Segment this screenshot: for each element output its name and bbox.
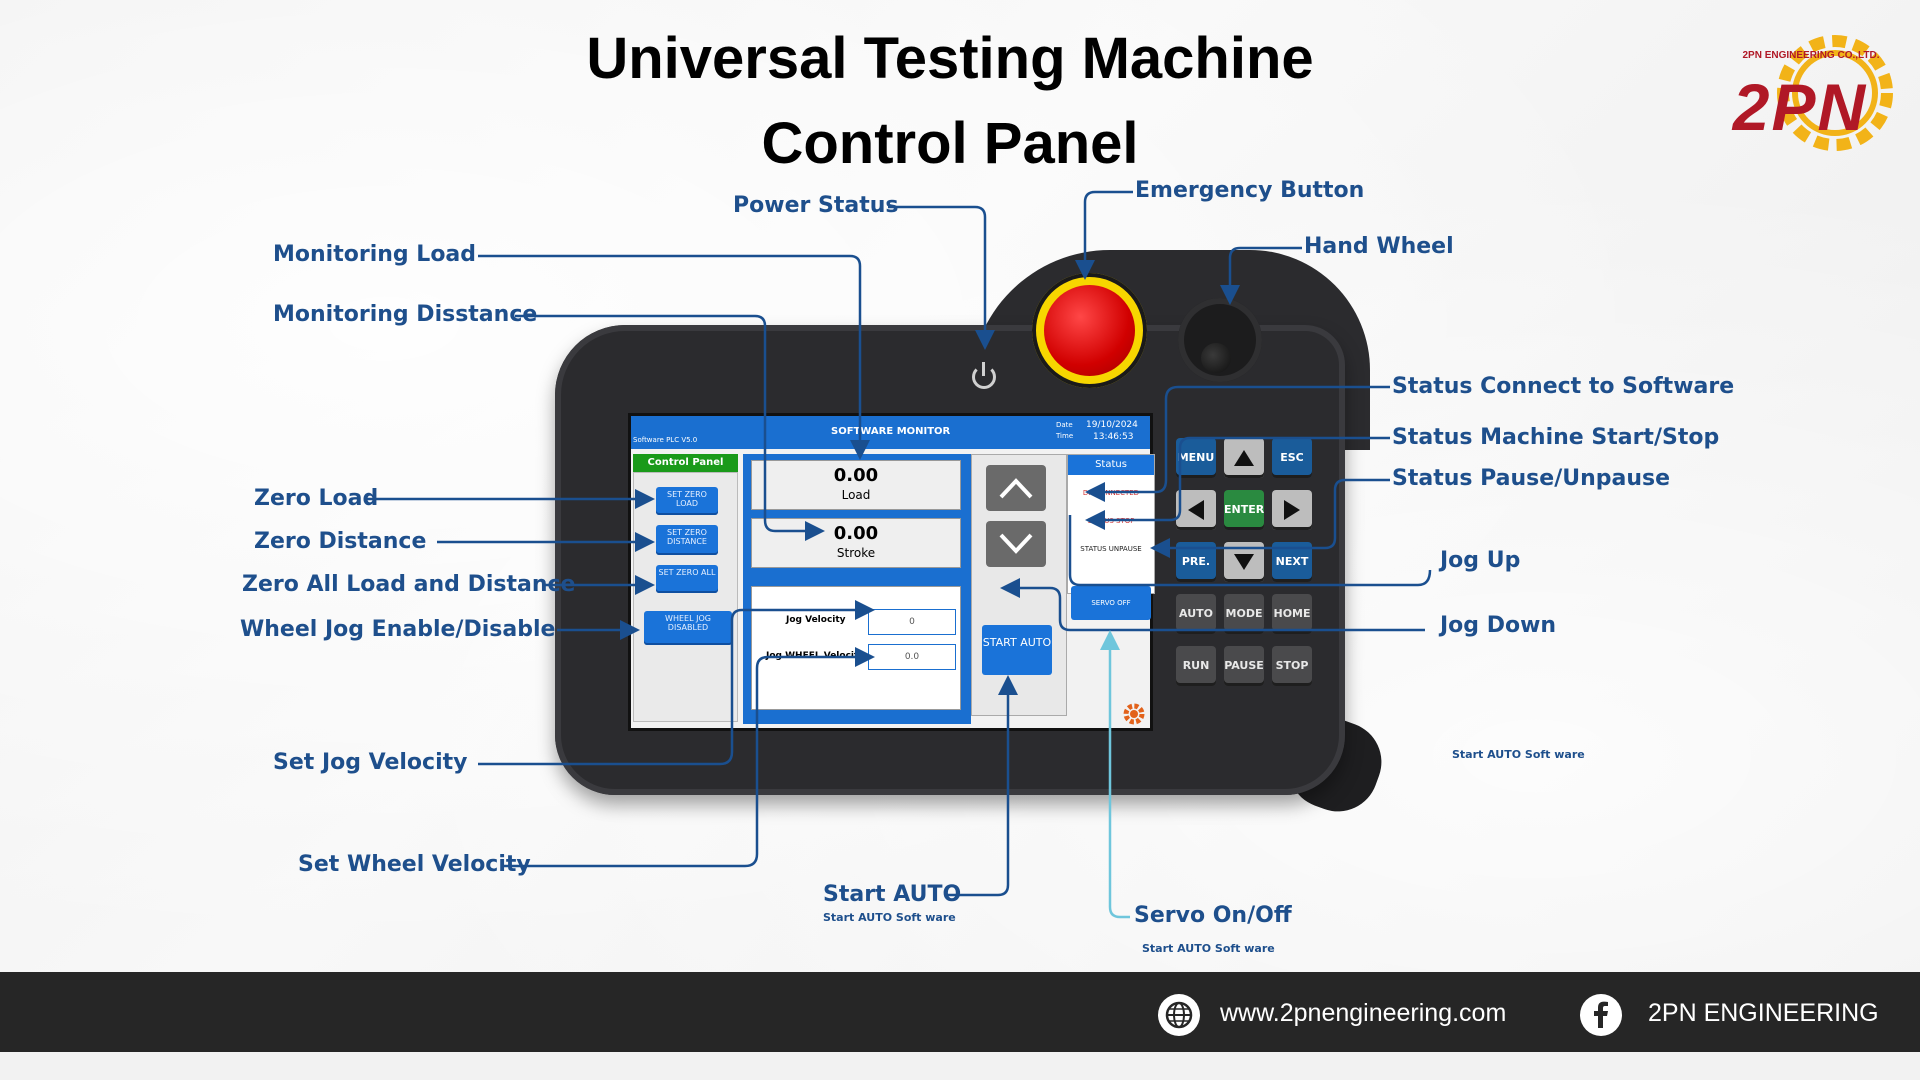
hand-wheel-knob[interactable] (1201, 343, 1231, 373)
time-label: Time (1056, 432, 1074, 440)
jog-velocity-input[interactable]: 0 (868, 609, 956, 635)
date-value: 19/10/2024 (1086, 420, 1138, 430)
stroke-value: 0.00 (833, 523, 879, 544)
jog-down-button[interactable] (986, 521, 1046, 567)
emergency-stop-button[interactable] (1044, 285, 1135, 376)
arrow-left-icon (1188, 500, 1204, 520)
label-jog-up: Jog Up (1440, 548, 1521, 573)
stroke-unit: Stroke (836, 546, 876, 560)
label-set-jog-velocity: Set Jog Velocity (273, 750, 468, 775)
label-wheel-jog: Wheel Jog Enable/Disable (240, 617, 556, 642)
label-zero-load: Zero Load (254, 486, 379, 511)
key-pre[interactable]: PRE. (1176, 542, 1216, 582)
key-right[interactable] (1272, 490, 1312, 530)
key-left[interactable] (1176, 490, 1216, 530)
jog-wheel-velocity-label: Jog WHEEL Velocity (766, 651, 865, 661)
load-readout: 0.00 Load (751, 460, 961, 510)
label-status-connect: Status Connect to Software (1392, 374, 1735, 399)
sublabel-servo: Start AUTO Soft ware (1142, 942, 1275, 955)
label-servo-onoff: Servo On/Off (1134, 903, 1292, 928)
set-zero-distance-button[interactable]: SET ZERO DISTANCE (656, 525, 718, 555)
label-monitoring-load: Monitoring Load (273, 242, 477, 267)
date-label: Date (1056, 421, 1073, 429)
power-icon (972, 362, 996, 389)
logo-subtitle: 2PN ENGINEERING CO.,LTD. (1742, 50, 1880, 61)
footer-bar: www.2pnengineering.com 2PN ENGINEERING (0, 972, 1920, 1052)
arrow-down-icon (1234, 554, 1254, 570)
sublabel-stray: Start AUTO Soft ware (1452, 748, 1585, 761)
load-unit: Load (841, 488, 871, 502)
jog-column: START AUTO (971, 454, 1067, 716)
logo-text: 2PN (1732, 70, 1868, 144)
key-mode[interactable]: MODE (1224, 594, 1264, 634)
key-run[interactable]: RUN (1176, 646, 1216, 686)
screen-title: SOFTWARE MONITOR (831, 426, 951, 437)
load-value: 0.00 (833, 465, 879, 486)
label-zero-distance: Zero Distance (254, 529, 427, 554)
company-logo: 2PN ENGINEERING CO.,LTD. 2PN (1715, 28, 1905, 158)
facebook-icon (1580, 994, 1622, 1036)
status-panel: Status DISCONNECTED STATUS STOP STATUS U… (1067, 454, 1155, 594)
arrow-up-icon (1234, 450, 1254, 466)
hmi-screen: Software PLC V5.0 SOFTWARE MONITOR Date … (628, 413, 1155, 731)
label-hand-wheel: Hand Wheel (1304, 234, 1454, 259)
jog-settings: Jog Velocity 0 Jog WHEEL Velocity 0.0 (751, 586, 961, 710)
status-unpause: STATUS UNPAUSE (1080, 545, 1142, 553)
page-title-line1: Universal Testing Machine (586, 26, 1314, 91)
set-zero-load-button[interactable]: SET ZERO LOAD (656, 487, 718, 515)
footer-bottom-strip (0, 1052, 1920, 1080)
key-stop[interactable]: STOP (1272, 646, 1312, 686)
status-header: Status (1068, 455, 1154, 475)
keypad: MENU ESC ENTER PRE. NEXT AUTO MODE HOME … (1160, 420, 1320, 710)
label-jog-down: Jog Down (1440, 613, 1557, 638)
screen-topbar: Software PLC V5.0 SOFTWARE MONITOR Date … (631, 416, 1150, 449)
key-up[interactable] (1224, 438, 1264, 478)
page-title-line2: Control Panel (761, 111, 1139, 176)
key-next[interactable]: NEXT (1272, 542, 1312, 582)
key-pause[interactable]: PAUSE (1224, 646, 1264, 686)
readout-panel: 0.00 Load 0.00 Stroke Jog Velocity 0 Jog… (743, 454, 971, 724)
label-set-wheel-velocity: Set Wheel Velocity (298, 852, 531, 877)
key-esc[interactable]: ESC (1272, 438, 1312, 478)
label-power-status: Power Status (733, 193, 899, 218)
footer-facebook[interactable]: 2PN ENGINEERING (1648, 999, 1879, 1027)
stroke-readout: 0.00 Stroke (751, 518, 961, 568)
label-emergency-button: Emergency Button (1135, 178, 1365, 203)
control-panel-area: SET ZERO LOAD SET ZERO DISTANCE SET ZERO… (633, 472, 738, 722)
label-status-pause: Status Pause/Unpause (1392, 466, 1671, 491)
label-status-machine: Status Machine Start/Stop (1392, 425, 1720, 450)
globe-icon (1158, 994, 1200, 1036)
jog-wheel-velocity-input[interactable]: 0.0 (868, 644, 956, 670)
arrow-right-icon (1284, 500, 1300, 520)
label-start-auto: Start AUTO (823, 882, 962, 907)
wheel-jog-button[interactable]: WHEEL JOG DISABLED (644, 611, 732, 645)
jog-up-button[interactable] (986, 465, 1046, 511)
set-zero-all-button[interactable]: SET ZERO ALL (656, 565, 718, 593)
arrow-up-icon (999, 478, 1033, 499)
key-auto[interactable]: AUTO (1176, 594, 1216, 634)
footer-website[interactable]: www.2pnengineering.com (1220, 999, 1507, 1027)
key-menu[interactable]: MENU (1176, 438, 1216, 478)
jog-velocity-label: Jog Velocity (786, 615, 846, 625)
sublabel-start-auto: Start AUTO Soft ware (823, 911, 956, 924)
status-stop: STATUS STOP (1087, 517, 1135, 525)
arrow-down-icon (999, 533, 1033, 554)
key-enter[interactable]: ENTER (1224, 490, 1264, 530)
time-value: 13:46:53 (1093, 432, 1134, 442)
status-disconnected: DISCONNECTED (1082, 489, 1140, 497)
label-monitoring-distance: Monitoring Disstance (273, 302, 538, 327)
start-auto-button[interactable]: START AUTO (982, 625, 1052, 675)
key-down[interactable] (1224, 542, 1264, 582)
software-version: Software PLC V5.0 (633, 436, 698, 444)
logo-gear-icon (1777, 35, 1893, 151)
control-panel-header: Control Panel (633, 454, 738, 472)
label-zero-all: Zero All Load and Distance (242, 572, 576, 597)
gear-icon[interactable] (1121, 701, 1147, 727)
servo-off-button[interactable]: SERVO OFF (1071, 586, 1151, 620)
key-home[interactable]: HOME (1272, 594, 1312, 634)
